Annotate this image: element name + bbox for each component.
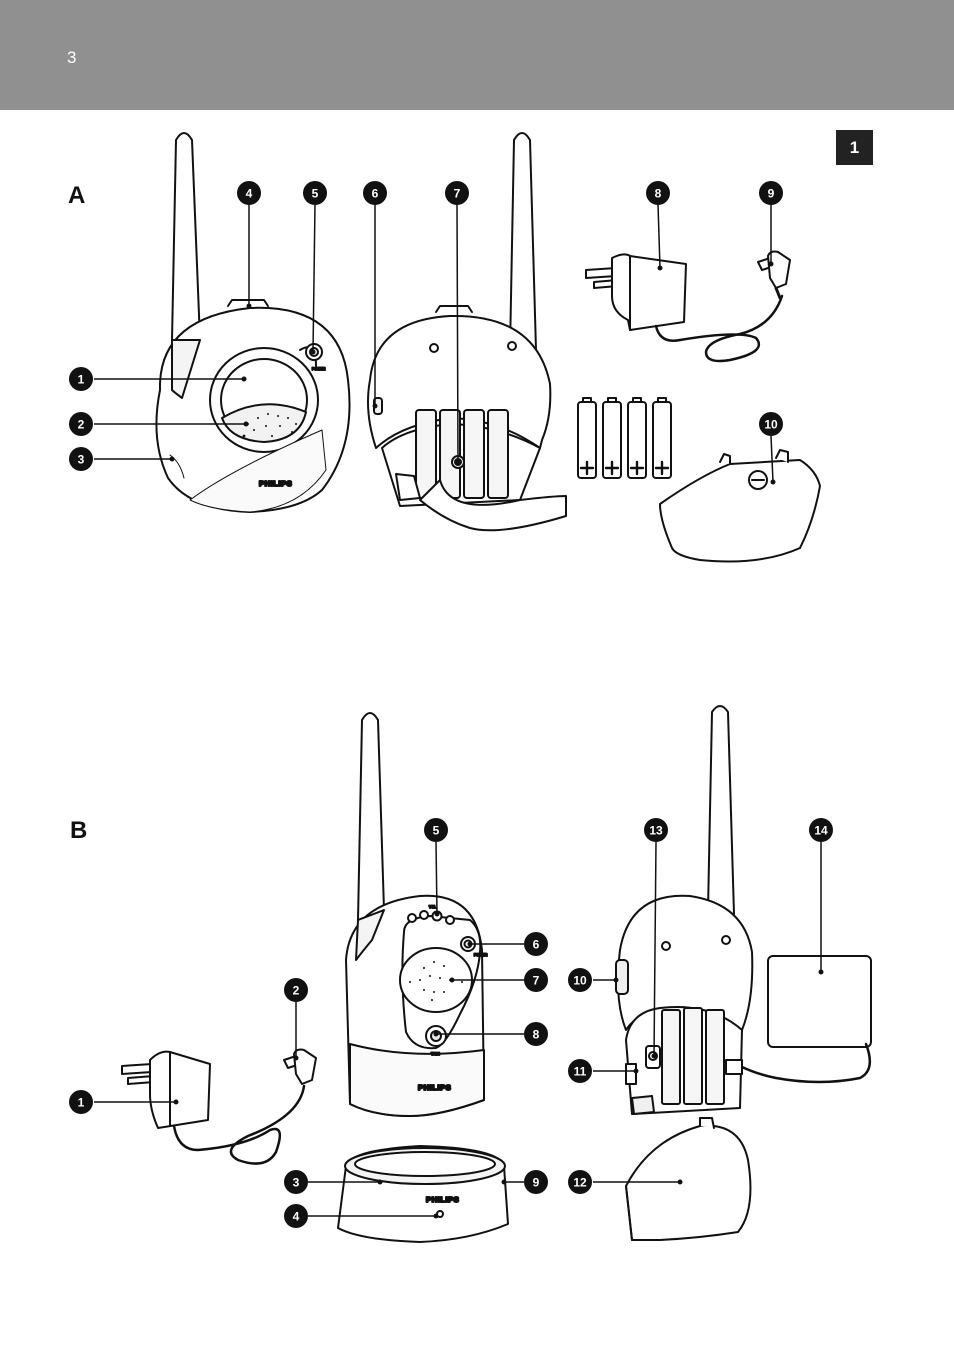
talk-label: TALK: [431, 1052, 440, 1056]
svg-text:2: 2: [293, 984, 300, 998]
figure-b-label: B: [70, 817, 88, 844]
callout-badge: 9: [759, 181, 783, 205]
battery-pack-icon: [725, 955, 872, 1084]
svg-text:9: 9: [533, 1176, 540, 1190]
figure-a-label: A: [68, 182, 86, 209]
callout-badge: 10: [759, 412, 783, 436]
base-charger-icon: PHILIPS: [337, 1145, 509, 1243]
svg-text:10: 10: [573, 974, 587, 988]
callout-badge: 3: [69, 447, 93, 471]
figure-a-callouts: 1 2 3 4 5 6 7 8 9 10: [69, 181, 783, 471]
callout-badge: 6: [363, 181, 387, 205]
svg-text:10: 10: [764, 418, 778, 432]
callout-badge: 13: [644, 818, 668, 842]
antenna-icon: [171, 132, 201, 341]
svg-text:11: 11: [574, 1065, 587, 1079]
connector-plug-icon: [283, 1048, 317, 1085]
callout-badge: 14: [809, 818, 833, 842]
antenna-icon: [357, 712, 385, 921]
page-number: 3: [67, 48, 77, 67]
parent-unit-back-icon: [367, 132, 567, 532]
callout-badge: 8: [524, 1022, 548, 1046]
callout-badge: 4: [237, 181, 261, 205]
baby-unit-front-icon: PHILIPS TALK VOL POWER: [345, 712, 489, 1117]
svg-text:2: 2: [78, 418, 85, 432]
svg-text:9: 9: [768, 187, 775, 201]
volume-label: VOL: [429, 905, 436, 909]
svg-text:1: 1: [78, 373, 85, 387]
callout-badge: 5: [424, 818, 448, 842]
svg-text:8: 8: [655, 187, 662, 201]
callout-badge: 9: [524, 1170, 548, 1194]
battery-icon: [602, 397, 622, 479]
callout-lines: [94, 203, 822, 1217]
svg-text:1: 1: [78, 1096, 85, 1110]
svg-text:5: 5: [312, 187, 319, 201]
battery-icon: [577, 397, 597, 479]
svg-text:6: 6: [533, 938, 540, 952]
connector-plug-icon: [757, 250, 791, 300]
brand-label: PHILIPS: [418, 1083, 451, 1092]
callout-badge: 3: [284, 1170, 308, 1194]
callout-badge: 8: [646, 181, 670, 205]
battery-icon: [627, 397, 647, 479]
page-header: 3: [0, 0, 954, 110]
figure-b-callouts: 1 2 3 4 5 6 7 8 9 10 11 12 13 14: [69, 818, 833, 1228]
callout-badge: 7: [524, 968, 548, 992]
power-adapter-icon: [585, 253, 784, 363]
callout-badge: 11: [568, 1059, 592, 1083]
svg-text:7: 7: [454, 187, 461, 201]
svg-text:3: 3: [78, 453, 85, 467]
callout-badge: 2: [284, 978, 308, 1002]
svg-text:14: 14: [814, 824, 828, 838]
antenna-icon: [509, 132, 537, 351]
svg-text:7: 7: [533, 974, 540, 988]
section-badge: 1: [836, 130, 873, 165]
svg-text:4: 4: [293, 1210, 300, 1224]
battery-icon: [652, 397, 672, 479]
callout-badge: 2: [69, 412, 93, 436]
callout-badge: 1: [69, 367, 93, 391]
svg-text:4: 4: [246, 187, 253, 201]
power-label-b: POWER: [474, 953, 488, 957]
callout-badge: 5: [303, 181, 327, 205]
brand-label: PHILIPS: [426, 1195, 459, 1204]
callout-badge: 12: [568, 1170, 592, 1194]
svg-text:5: 5: [433, 824, 440, 838]
antenna-icon: [707, 705, 735, 915]
svg-text:13: 13: [649, 824, 663, 838]
power-label: POWER: [312, 367, 326, 371]
battery-cover-icon: [625, 1117, 752, 1241]
callout-badge: 1: [69, 1090, 93, 1114]
batteries-icon: [577, 397, 672, 479]
svg-text:12: 12: [573, 1176, 587, 1190]
callout-badge: 4: [284, 1204, 308, 1228]
brand-label: PHILIPS: [259, 479, 292, 488]
svg-text:8: 8: [533, 1028, 540, 1042]
callout-badge: 10: [568, 968, 592, 992]
svg-text:6: 6: [372, 187, 379, 201]
callout-badge: 7: [445, 181, 469, 205]
baby-unit-back-icon: [615, 705, 754, 1115]
power-adapter-icon: [121, 1050, 306, 1165]
battery-cover-icon: [659, 449, 821, 563]
parent-unit-front-icon: PHILIPS POWER: [155, 132, 351, 513]
callout-badge: 6: [524, 932, 548, 956]
svg-text:3: 3: [293, 1176, 300, 1190]
